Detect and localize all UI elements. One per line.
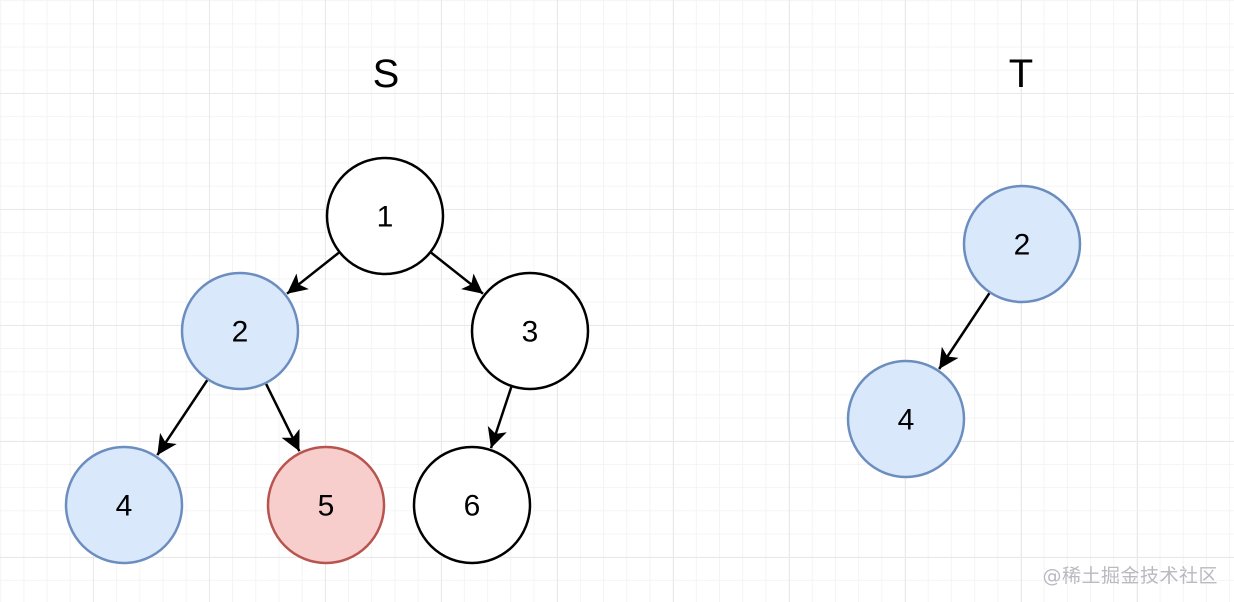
node-circle-s2 [180,271,300,391]
edge-s1-to-s2 [286,251,340,295]
node-label-s4: 4 [116,490,133,523]
edge-t2-to-t4 [938,292,991,370]
node-circle-s1 [325,156,445,276]
edge-s3-to-s6 [487,386,513,449]
tree-node-s6: 6 [412,445,532,565]
tree-node-s3: 3 [470,271,590,391]
node-circle-s6 [412,445,532,565]
tree-title-s: S [373,52,400,96]
nodes-layer: 1 2 3 4 5 6 2 4 [64,156,1082,565]
edge-s1-to-s3 [430,251,484,295]
node-label-t2: 2 [1014,229,1031,262]
tree-node-t2: 2 [962,184,1082,304]
edges-layer [156,251,991,456]
node-label-t4: 4 [898,404,915,437]
edge-s2-to-s5 [264,383,301,452]
node-label-s1: 1 [377,201,394,234]
tree-node-s2: 2 [180,271,300,391]
tree-title-t: T [1009,52,1033,96]
tree-node-t4: 4 [846,359,966,479]
watermark: @稀土掘金技术社区 [1042,565,1218,587]
node-circle-t2 [962,184,1082,304]
tree-node-s5: 5 [266,445,386,565]
tree-node-s1: 1 [325,156,445,276]
node-circle-s5 [266,445,386,565]
node-circle-s3 [470,271,590,391]
tree-node-s4: 4 [64,445,184,565]
node-circle-s4 [64,445,184,565]
node-label-s5: 5 [318,490,335,523]
node-label-s3: 3 [522,316,539,349]
node-label-s2: 2 [232,316,249,349]
node-label-s6: 6 [464,490,481,523]
node-circle-t4 [846,359,966,479]
edge-s2-to-s4 [156,379,209,456]
